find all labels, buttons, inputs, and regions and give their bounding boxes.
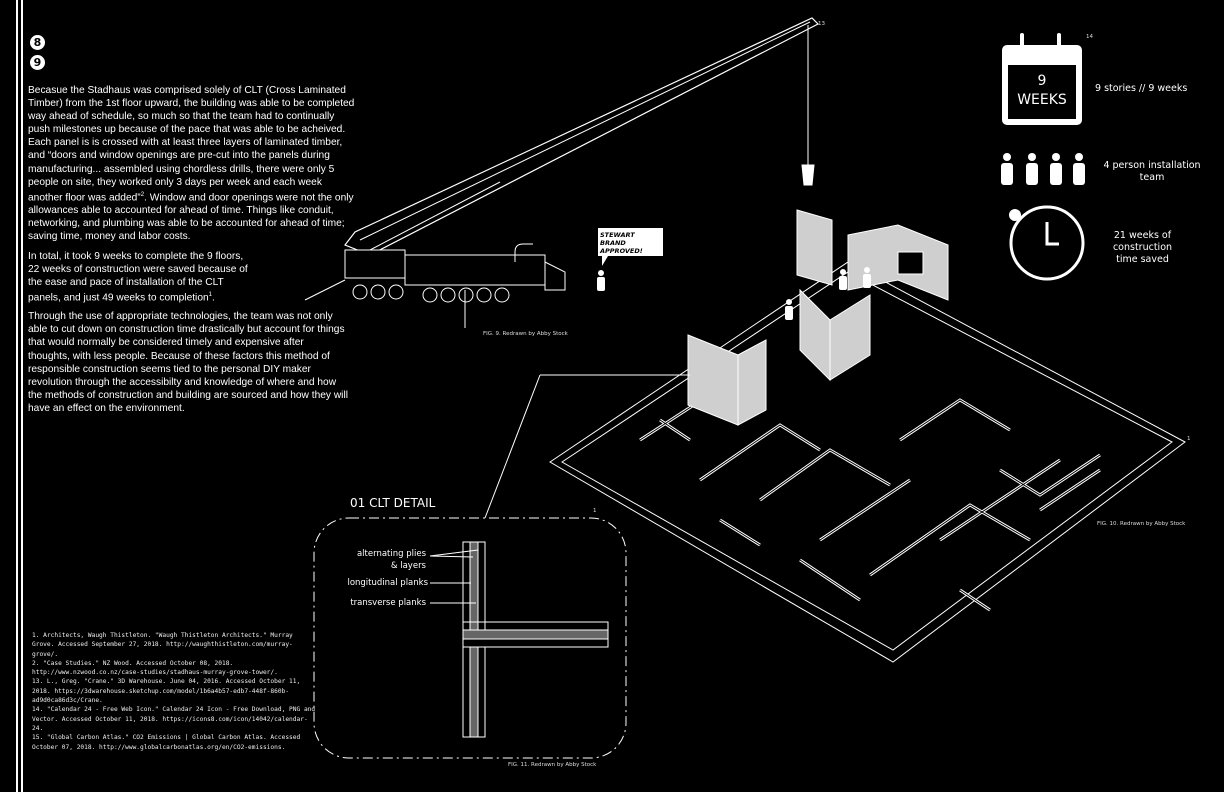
detail-label: & layers [390,561,426,571]
ref-13: 13 [818,21,825,27]
ref-1: 1 [1187,436,1191,442]
calendar-icon [1002,33,1082,125]
speech-bubble [598,228,663,266]
body-text: Becasue the Stadhaus was comprised solel… [28,84,358,421]
clock-icon [1009,205,1085,281]
footnotes: 1. Architects, Waugh Thistleton. "Waugh … [32,632,316,751]
fig11-caption: FIG. 11. Redrawn by Abby Stock [508,762,597,768]
detail-label: longitudinal planks [347,578,428,588]
speech-bubble-text: STEWART BRAND APPROVED! [600,231,643,255]
detail-label: alternating plies [356,549,426,559]
calendar-stat: 9 stories // 9 weeks [1095,83,1188,94]
crane-wheels [352,284,510,303]
floor-plan-illustration [549,209,1186,663]
fig10-caption: FIG. 10. Redrawn by Abby Stock [1097,521,1186,527]
border-rule [21,0,23,792]
crane-illustration [304,17,820,328]
ref-14: 14 [1086,34,1093,40]
clt-detail-drawing [313,517,627,759]
page-marker: 8 [30,35,45,50]
body-paragraph-2: In total, it took 9 weeks to complete th… [28,250,248,304]
ref-1: 1 [593,508,597,514]
team-icon [1001,153,1085,185]
person-figures [597,267,871,320]
page-marker: 9 [30,55,45,70]
detail-title: 01 CLT DETAIL [350,496,436,510]
detail-label: transverse planks [350,598,426,608]
fig9-caption: FIG. 9. Redrawn by Abby Stock [483,331,568,337]
body-paragraph-1: Becasue the Stadhaus was comprised solel… [28,85,355,243]
border-rule [16,0,18,792]
body-paragraph-3: Through the use of appropriate technolog… [28,311,348,414]
